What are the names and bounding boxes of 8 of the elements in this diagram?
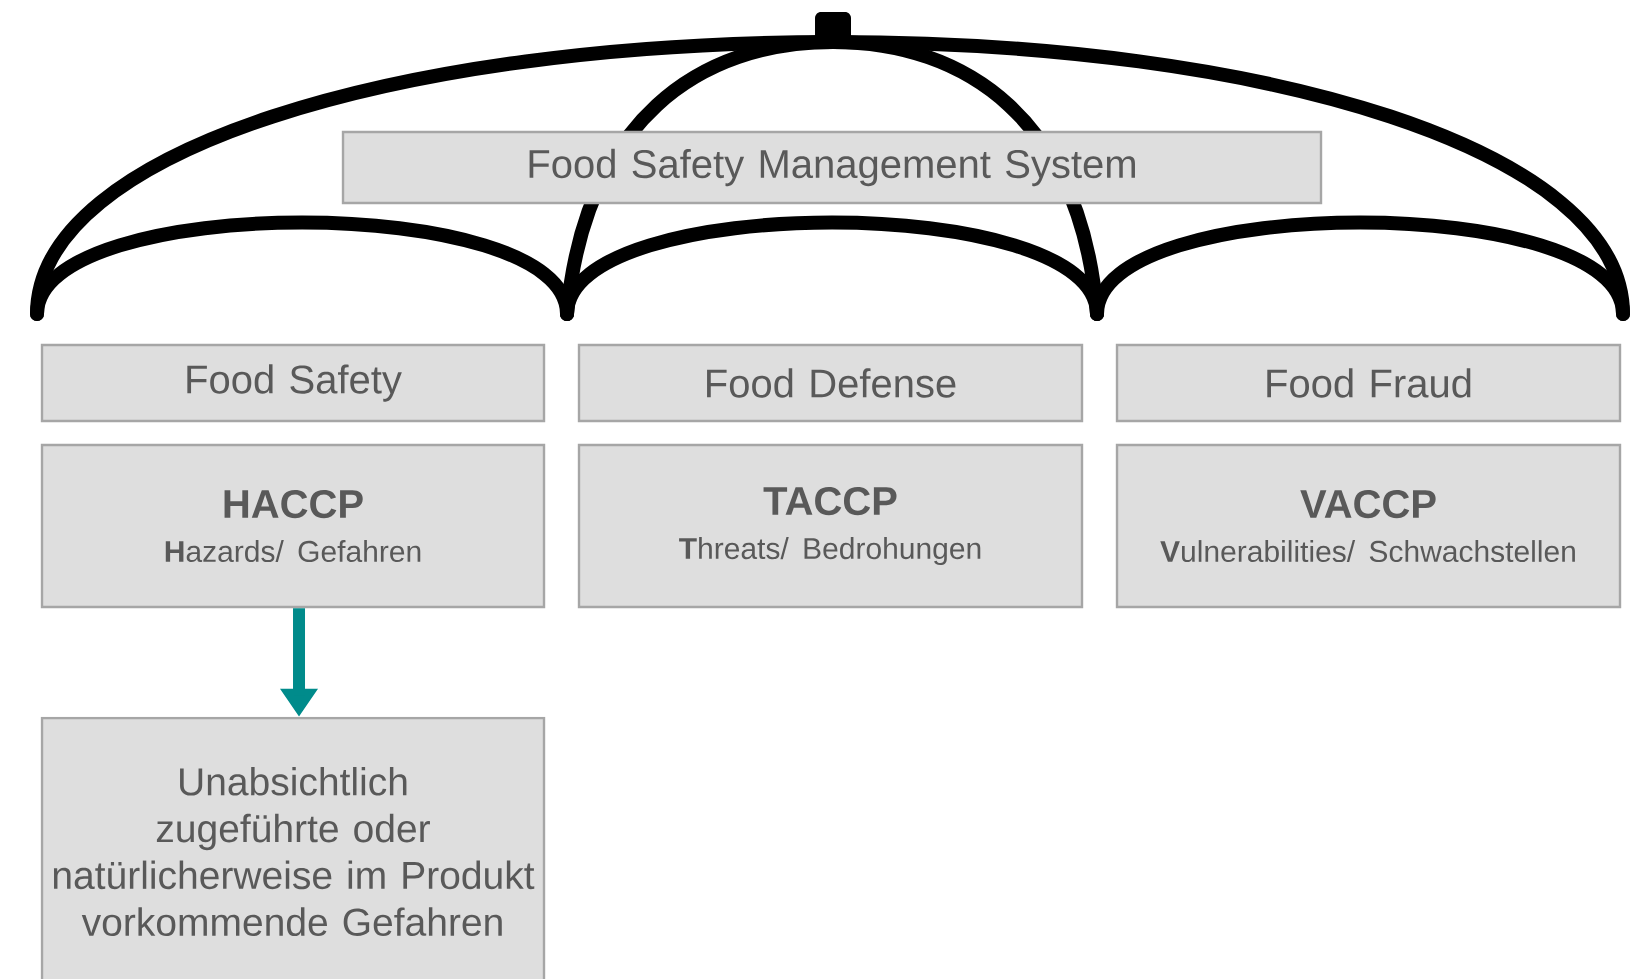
category-box: Food Safety — [40, 343, 546, 423]
category-box: Food Fraud — [1115, 343, 1622, 423]
method-box: TACCP Threats/ Bedrohungen — [577, 443, 1084, 609]
method-box: HACCP Hazards/ Gefahren — [40, 443, 546, 609]
description-box: Unabsichtlich zugeführte oder natürlicherweise im Produkt vorkommende Gefahren — [40, 716, 546, 979]
method-box: VACCP Vulnerabilities/ Schwachstellen — [1115, 443, 1622, 609]
category-box: Food Defense — [577, 343, 1084, 423]
title-box: Food Safety Management System — [341, 130, 1323, 205]
